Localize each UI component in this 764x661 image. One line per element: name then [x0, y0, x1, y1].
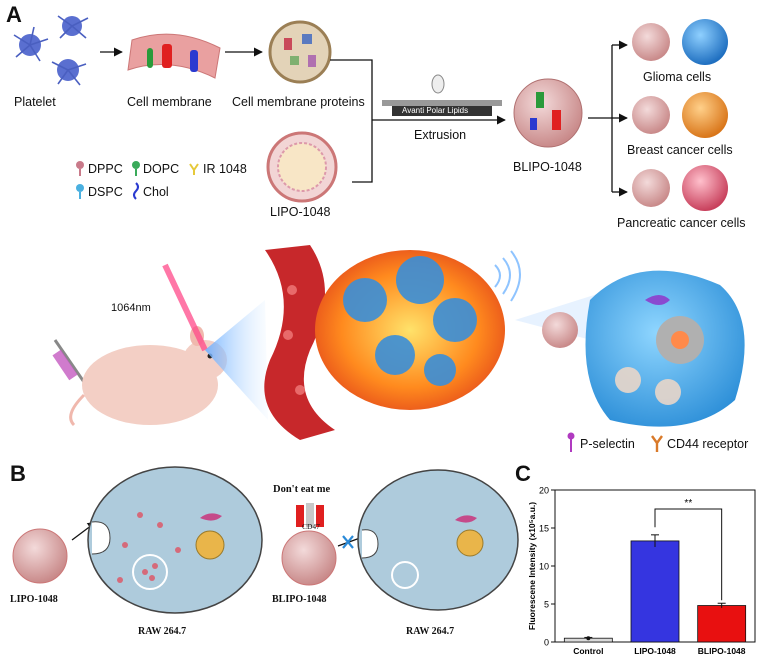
p-selectin-legend: P-selectin	[580, 437, 635, 451]
membrane-proteins-label: Cell membrane proteins	[232, 95, 365, 109]
legend-dspc: DSPC	[88, 185, 123, 199]
raw-label-right: RAW 264.7	[406, 626, 455, 637]
pancreatic-cell-pair-icon	[632, 165, 728, 211]
cell-membrane-icon	[127, 33, 221, 79]
blocked-arrow-icon	[337, 535, 361, 549]
dont-eat-me-label: Don't eat me	[273, 484, 331, 495]
cell-membrane-label: Cell membrane	[127, 95, 212, 109]
extruder-brand-label: Avanti Polar Lipids	[402, 106, 469, 115]
platelet-label: Platelet	[14, 95, 56, 109]
signal-waves-icon	[494, 250, 521, 302]
cd44-legend: CD44 receptor	[667, 437, 749, 451]
control-point	[586, 636, 591, 641]
cd47-label: CD47	[302, 522, 320, 531]
lipo-label-b: LIPO-1048	[10, 594, 58, 605]
laser-beam	[162, 263, 268, 420]
lipo-liposome-icon	[266, 131, 338, 203]
extrusion-label: Extrusion	[414, 128, 467, 142]
raw-cell-right-icon	[357, 469, 519, 611]
blipo-label-b: BLIPO-1048	[272, 594, 327, 605]
membrane-proteins-icon	[268, 20, 332, 84]
raw-cell-left-icon	[87, 466, 263, 614]
blipo-particle-icon	[513, 78, 583, 148]
legend-ir1048: IR 1048	[203, 162, 247, 176]
extruder-icon	[382, 74, 502, 116]
bound-blipo-icon	[542, 312, 578, 348]
target-breast-label: Breast cancer cells	[627, 143, 733, 157]
panel-b-letter: B	[10, 461, 26, 486]
y-tick-label: 20	[539, 486, 549, 496]
significance-label: **	[684, 498, 692, 509]
y-tick-label: 10	[539, 562, 549, 572]
y-tick-label: 15	[539, 524, 549, 534]
panel-a-letter: A	[6, 2, 22, 27]
panel-c-letter: C	[515, 461, 531, 486]
x-tick-label: BLIPO-1048	[698, 646, 746, 656]
blipo-particle-b-icon	[281, 530, 337, 586]
cd47-protein-icon	[296, 503, 324, 527]
lipid-legend-icons	[76, 161, 199, 200]
lipo-label-a: LIPO-1048	[270, 205, 331, 219]
bar-2	[630, 540, 680, 643]
lipo-particle-b-icon	[12, 528, 68, 584]
legend-dopc: DOPC	[143, 162, 180, 176]
y-tick-label: 5	[544, 600, 549, 610]
blood-vessel-icon	[264, 245, 335, 440]
legend-dppc: DPPC	[88, 162, 123, 176]
tumor-cell-icon	[585, 270, 745, 427]
y-axis-label: Fluorescene Intensity (x10⁵a.u.)	[527, 502, 537, 630]
target-pancreatic-label: Pancreatic cancer cells	[617, 216, 746, 230]
bar-3	[697, 605, 747, 643]
breast-cell-pair-icon	[632, 92, 728, 138]
target-glioma-label: Glioma cells	[643, 70, 712, 84]
x-tick-label: LIPO-1048	[634, 646, 676, 656]
laser-wavelength-label: 1064nm	[111, 302, 151, 314]
receptor-legend-icons	[567, 432, 663, 452]
glioma-cell-pair-icon	[632, 19, 728, 65]
x-tick-label: Control	[573, 646, 603, 656]
tumor-mass-icon	[315, 250, 505, 410]
significance-bracket	[654, 508, 723, 601]
legend-chol: Chol	[143, 185, 169, 199]
y-tick-label: 0	[544, 638, 549, 648]
blipo-label-a: BLIPO-1048	[513, 160, 582, 174]
raw-label-left: RAW 264.7	[138, 626, 187, 637]
platelet-cluster-icon	[13, 15, 89, 86]
